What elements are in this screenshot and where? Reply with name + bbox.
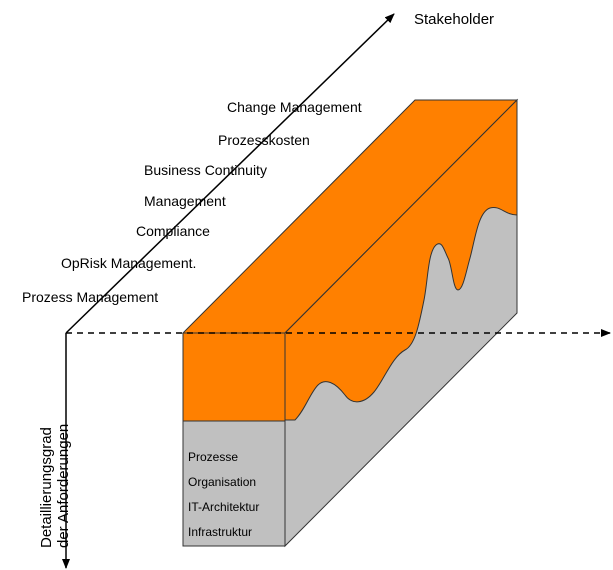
cube-side-wave [284, 98, 518, 421]
layer-label: Infrastruktur [188, 525, 252, 539]
vertical-axis-label-line2: der Anforderungen [55, 424, 72, 548]
stakeholder-label: Change Management [227, 99, 362, 115]
cube-front-grey [182, 420, 286, 547]
cube-front-orange [182, 332, 286, 422]
stakeholder-label: Prozesskosten [218, 132, 310, 148]
layer-label: Prozesse [188, 450, 238, 464]
stakeholder-label: Management [144, 193, 226, 209]
stakeholder-axis [65, 13, 395, 334]
stakeholder-label: OpRisk Management. [61, 255, 196, 271]
layer-label: IT-Architektur [188, 500, 259, 514]
layer-label: Organisation [188, 475, 256, 489]
stakeholder-label: Business Continuity [144, 162, 267, 178]
stakeholder-label: Prozess Management [22, 289, 158, 305]
stakeholder-label: Compliance [136, 223, 210, 239]
vertical-axis-label: Detaillierungsgrad der Anforderungen [38, 424, 72, 548]
vertical-axis-label-line1: Detaillierungsgrad [38, 427, 55, 548]
stakeholder-axis-label: Stakeholder [414, 11, 494, 28]
